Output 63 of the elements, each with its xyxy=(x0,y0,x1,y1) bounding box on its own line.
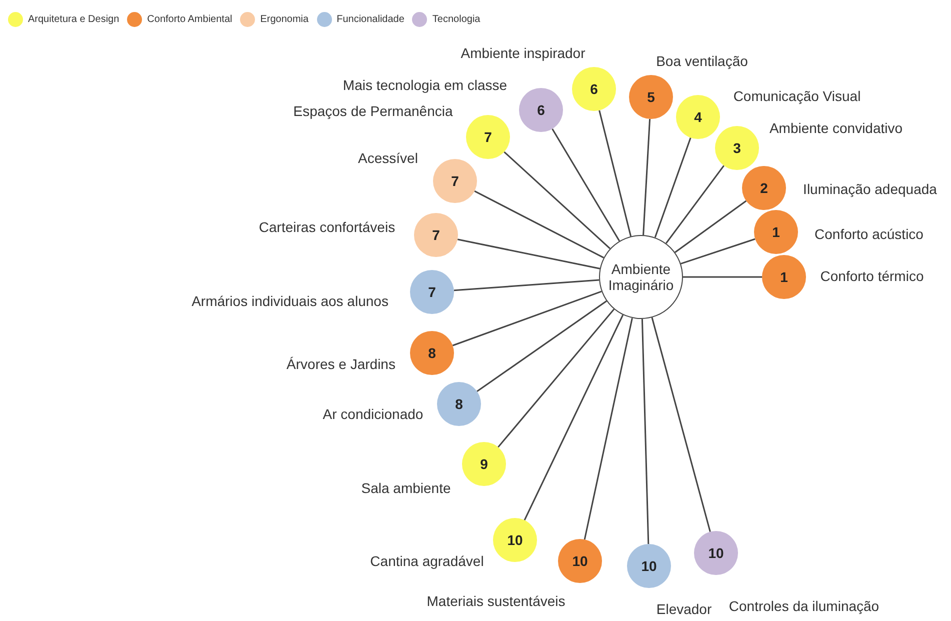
score-circle: 6 xyxy=(572,67,616,111)
item-label: Ambiente inspirador xyxy=(460,45,586,61)
score-circle: 10 xyxy=(627,544,671,588)
item-label: Acessível xyxy=(358,150,418,166)
score-circle: 10 xyxy=(493,518,537,562)
item-label: Carteiras confortáveis xyxy=(258,219,396,235)
item-label: Elevador xyxy=(656,601,712,617)
item-label: Árvores e Jardins xyxy=(286,356,396,372)
item-label: Mais tecnologia em classe xyxy=(342,77,508,93)
connector-line xyxy=(457,238,600,270)
item-label: Ambiente convidativo xyxy=(769,120,903,136)
connector-line xyxy=(666,165,724,244)
item-label: Conforto acústico xyxy=(814,226,924,242)
legend-label: Ergonomia xyxy=(260,14,309,25)
connector-line xyxy=(641,318,650,544)
score-circle: 7 xyxy=(433,159,477,203)
connector-line xyxy=(524,314,624,521)
connector-line xyxy=(683,276,762,278)
score-circle: 9 xyxy=(462,442,506,486)
item-label: Controles da iluminação xyxy=(728,598,880,614)
item-label: Boa ventilação xyxy=(656,53,748,69)
connector-line xyxy=(476,300,608,392)
score-circle: 10 xyxy=(558,539,602,583)
connector-line xyxy=(654,137,692,238)
connector-line xyxy=(642,118,651,236)
legend-label: Conforto Ambiental xyxy=(147,14,232,25)
score-circle: 1 xyxy=(754,210,798,254)
legend-label: Tecnologia xyxy=(432,14,480,25)
connector-line xyxy=(584,318,633,540)
legend-label: Arquitetura e Design xyxy=(28,14,120,25)
score-circle: 7 xyxy=(410,270,454,314)
connector-line xyxy=(474,190,604,258)
score-circle: 7 xyxy=(466,115,510,159)
item-label: Cantina agradável xyxy=(370,553,484,569)
connector-line xyxy=(452,290,602,346)
connector-line xyxy=(680,238,756,264)
score-circle: 7 xyxy=(414,213,458,257)
connector-line xyxy=(504,151,610,250)
item-label: Sala ambiente xyxy=(361,480,451,496)
score-circle: 10 xyxy=(694,531,738,575)
item-label: Comunicação Visual xyxy=(733,88,861,104)
connector-line xyxy=(651,317,711,532)
item-label: Iluminação adequada xyxy=(803,181,937,197)
score-circle: 1 xyxy=(762,255,806,299)
score-circle: 5 xyxy=(629,75,673,119)
item-label: Espaços de Permanência xyxy=(293,103,453,119)
item-label: Armários individuais aos alunos xyxy=(192,293,388,309)
connector-line xyxy=(598,110,632,236)
score-circle: 2 xyxy=(742,166,786,210)
item-label: Materiais sustentáveis xyxy=(426,593,566,609)
connector-line xyxy=(674,200,747,253)
score-circle: 8 xyxy=(410,331,454,375)
score-circle: 6 xyxy=(519,88,563,132)
item-label: Conforto térmico xyxy=(820,268,924,284)
score-circle: 3 xyxy=(715,126,759,170)
connector-line xyxy=(454,279,600,292)
legend-label: Funcionalidade xyxy=(336,14,404,25)
item-label: Ar condicionado xyxy=(322,406,424,422)
connector-line xyxy=(552,128,620,242)
score-circle: 4 xyxy=(676,95,720,139)
connector-line xyxy=(498,308,615,448)
center-circle: Ambiente Imaginário xyxy=(599,235,683,319)
score-circle: 8 xyxy=(437,382,481,426)
